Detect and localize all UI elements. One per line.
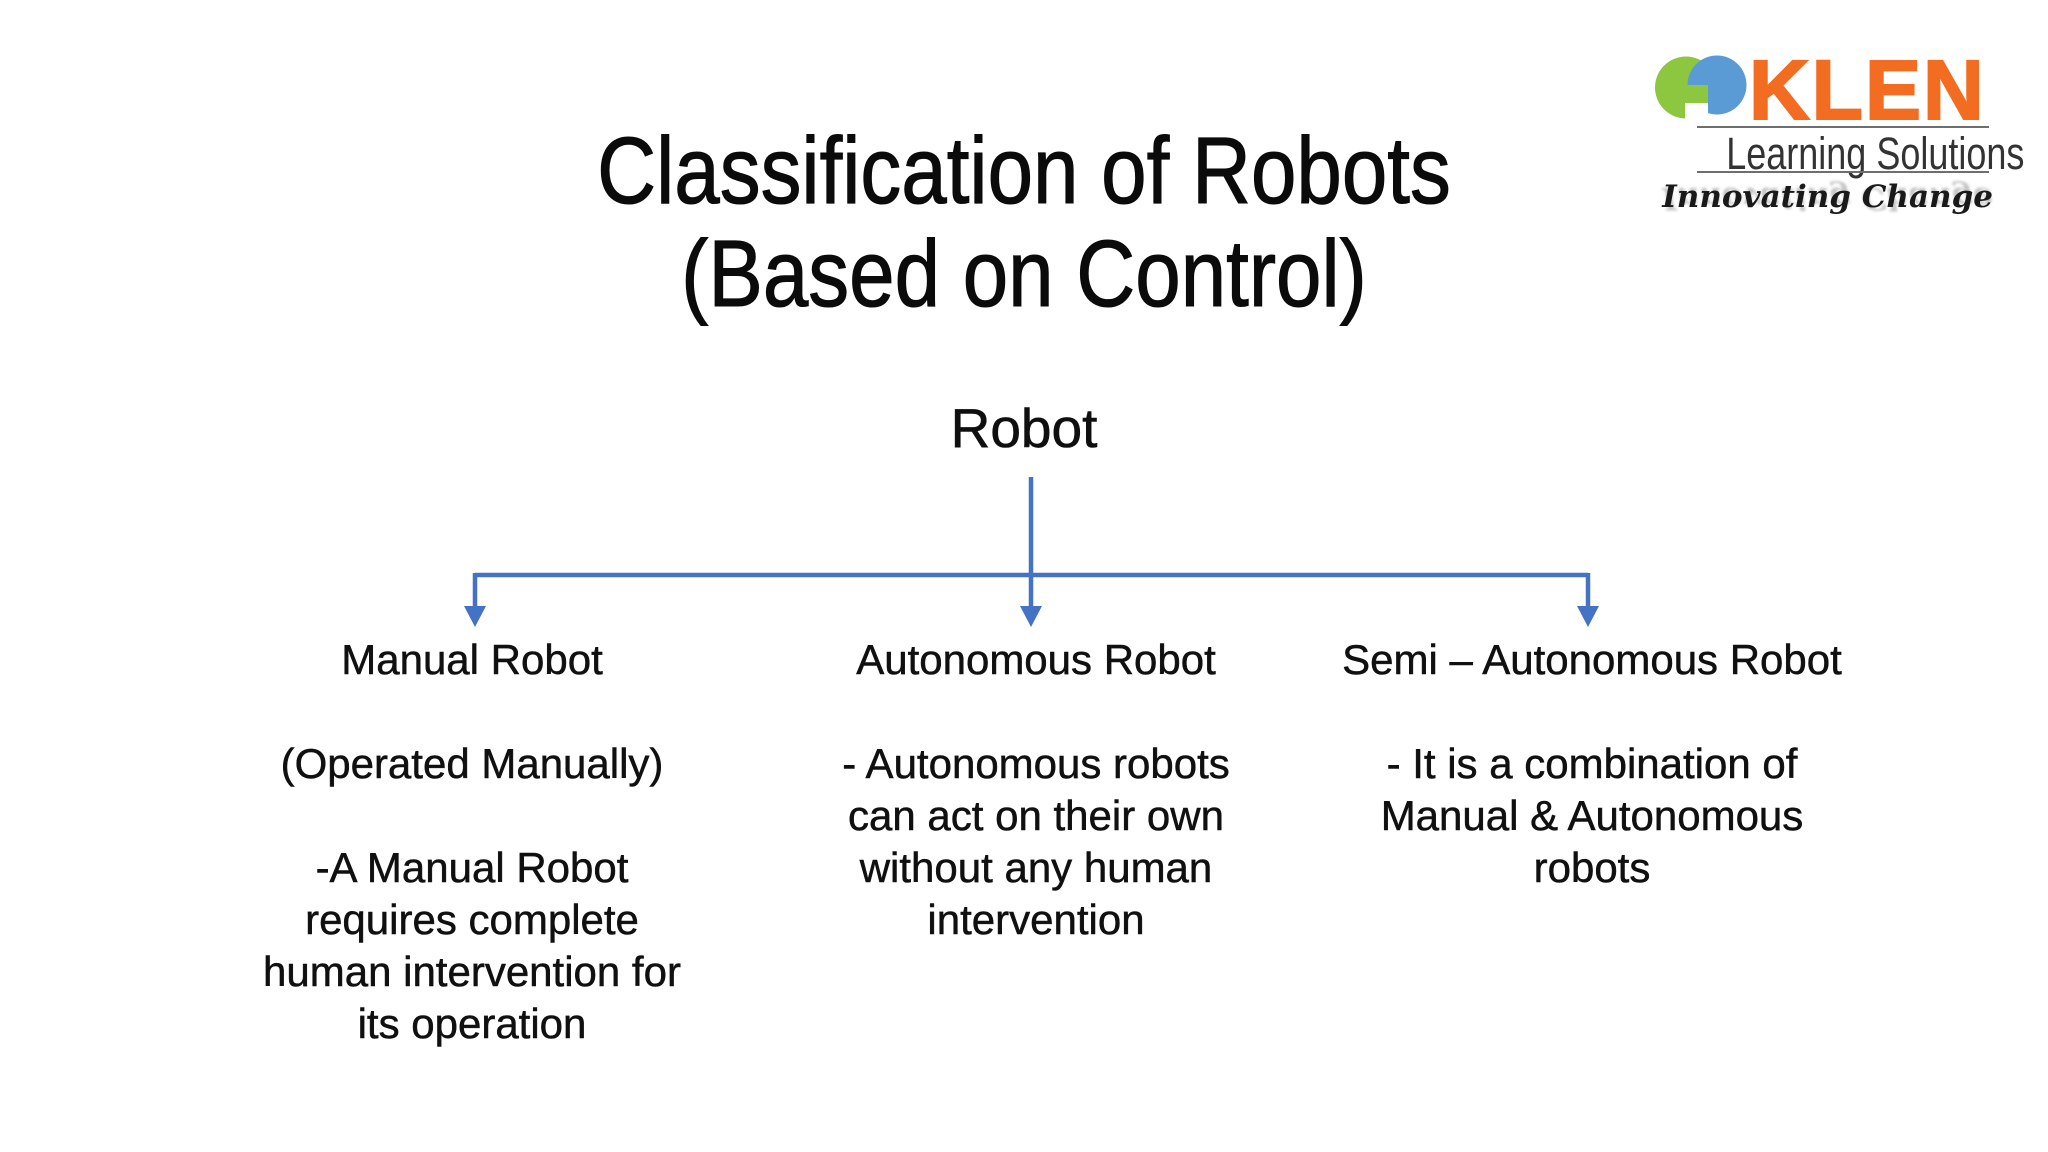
slide-title: Classification of Robots (Based on Contr… xyxy=(0,118,2048,327)
description-line: -A Manual Robot xyxy=(315,844,629,892)
brand-name: KLEN xyxy=(1748,43,1986,137)
branch-note: (Operated Manually) xyxy=(280,740,664,788)
branch-semi-autonomous-robot: Semi – Autonomous Robot - It is a combin… xyxy=(1272,634,1912,894)
arrowhead-right-icon xyxy=(1577,606,1599,627)
description-line: intervention xyxy=(927,896,1145,944)
branch-manual-robot: Manual Robot (Operated Manually) -A Manu… xyxy=(152,634,792,1050)
arrowhead-center-icon xyxy=(1020,606,1042,627)
description-line: human intervention for xyxy=(263,948,681,996)
klen-logo: KLEN Learning Solutions Innovating Chang… xyxy=(1655,47,2024,239)
branch-description: -A Manual Robot requires complete human … xyxy=(152,842,792,1050)
description-line: without any human xyxy=(859,844,1213,892)
branch-title: Semi – Autonomous Robot xyxy=(1342,636,1842,684)
branch-title: Autonomous Robot xyxy=(856,636,1216,684)
description-line: can act on their own xyxy=(848,792,1224,840)
description-line: requires complete xyxy=(305,896,639,944)
branch-description: - It is a combination of Manual & Autono… xyxy=(1272,738,1912,894)
description-line: - Autonomous robots xyxy=(842,740,1230,788)
title-line-1: Classification of Robots xyxy=(597,118,1452,224)
branch-autonomous-robot: Autonomous Robot - Autonomous robots can… xyxy=(716,634,1356,946)
description-line: Manual & Autonomous xyxy=(1380,792,1804,840)
arrowhead-left-icon xyxy=(464,606,486,627)
branch-title: Manual Robot xyxy=(341,636,603,684)
description-line: robots xyxy=(1533,844,1651,892)
logo-divider-bottom xyxy=(1697,171,1989,173)
branch-description: - Autonomous robots can act on their own… xyxy=(716,738,1356,946)
root-node-label: Robot xyxy=(950,397,1098,459)
description-line: its operation xyxy=(357,1000,587,1048)
logo-divider-top xyxy=(1697,126,1989,128)
logo-tagline: Innovating Change xyxy=(1662,179,1993,215)
klen-logo-mark-icon xyxy=(1655,55,1747,119)
description-line: - It is a combination of xyxy=(1386,740,1798,788)
title-line-2: (Based on Control) xyxy=(681,221,1368,327)
